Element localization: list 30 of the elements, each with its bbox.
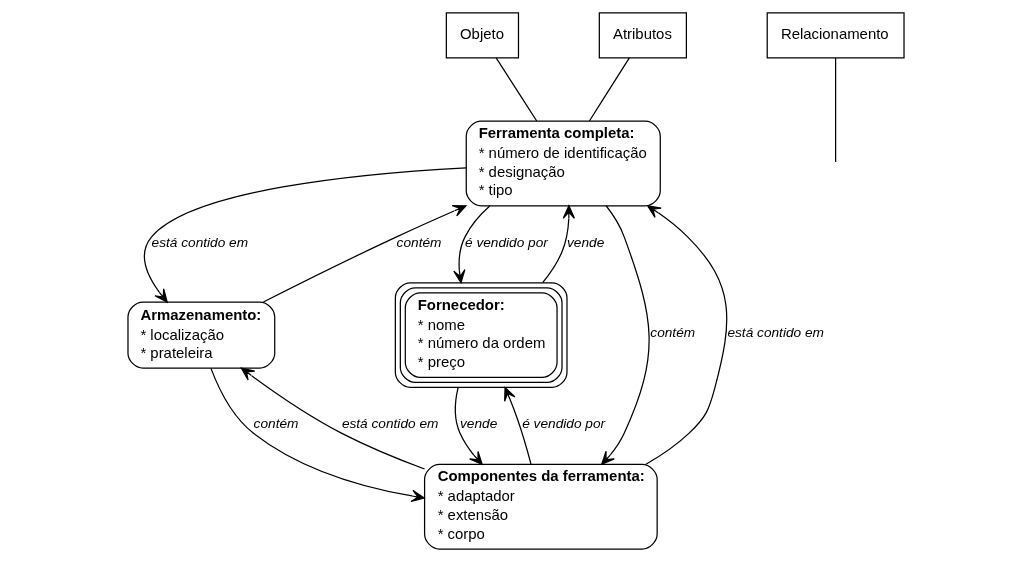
node-box: Objeto	[445, 12, 520, 59]
arrow	[542, 205, 576, 284]
arrow	[601, 205, 650, 465]
connector	[835, 57, 837, 163]
edge-label: está contido em	[151, 234, 249, 250]
connector	[588, 57, 630, 122]
arrow	[504, 386, 532, 465]
arrow	[454, 386, 483, 465]
node-box: Armazenamento: * localização * prateleira	[127, 301, 276, 369]
arrow	[143, 167, 467, 303]
arrow	[210, 367, 425, 503]
arrow	[645, 205, 728, 465]
node-box: Componentes da ferramenta: * adaptador * extensão * corpo	[423, 463, 658, 550]
edge-label: contém	[396, 234, 442, 250]
node-box: Atributos	[598, 12, 687, 59]
edge-label: está contido em	[341, 416, 439, 432]
node-box: Relacionamento	[766, 12, 905, 59]
edge-label: vende	[460, 416, 498, 432]
node-box: Fornecedor: * nome * número da ordem * preço	[394, 282, 568, 388]
connector	[495, 57, 538, 122]
edge-label: vende	[566, 234, 605, 250]
arrow	[453, 205, 491, 284]
edge-label: contém	[253, 416, 299, 432]
edge-label: está contido em	[727, 325, 824, 341]
edge-label: é vendido por	[465, 234, 548, 250]
arrow	[262, 205, 467, 303]
edge-label: é vendido por	[522, 416, 606, 432]
arrow	[240, 367, 426, 470]
edge-label: contém	[650, 325, 696, 341]
node-box: Ferramenta completa: * número de identificação * designação * tipo	[465, 120, 661, 207]
